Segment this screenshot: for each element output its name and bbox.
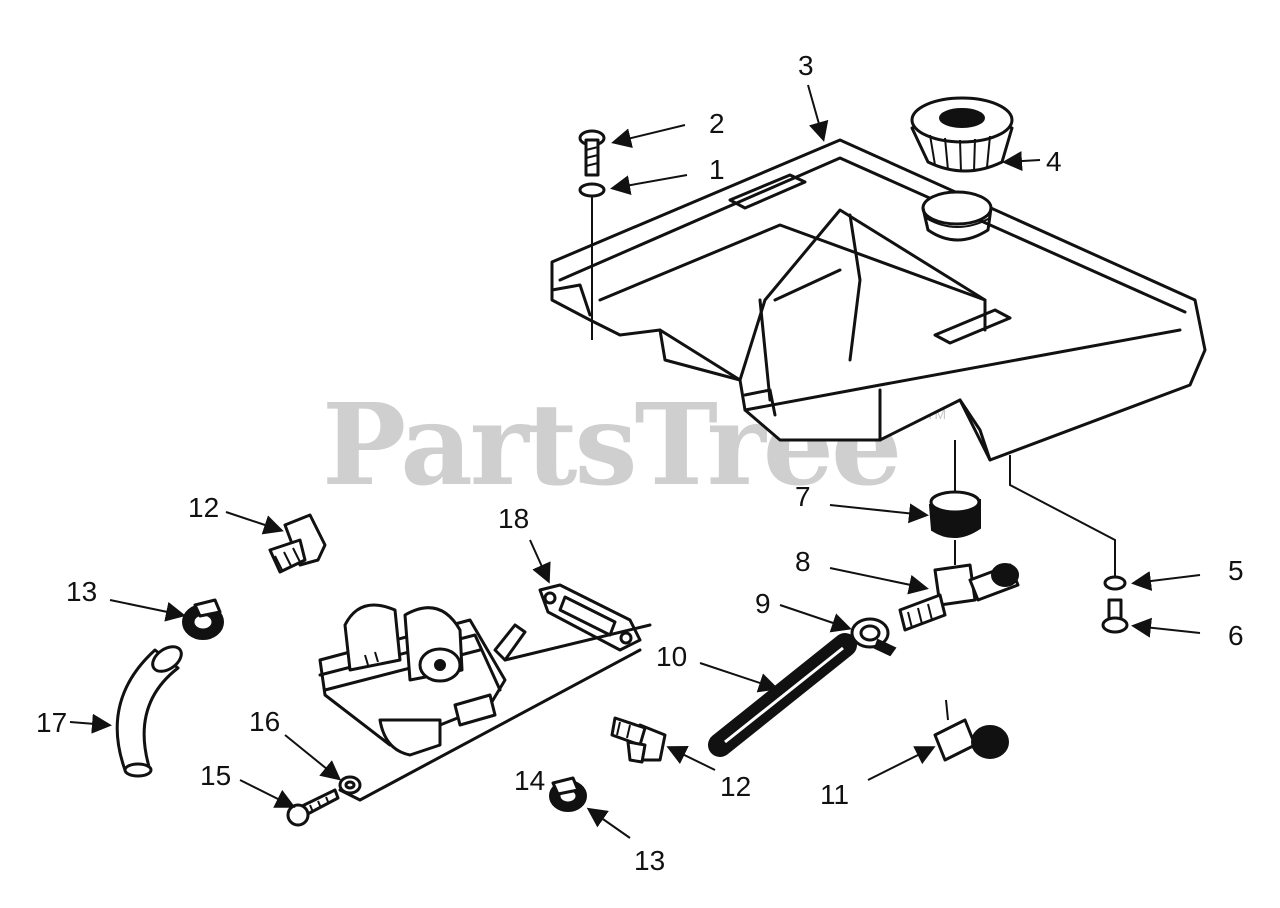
curved-hose xyxy=(115,645,183,778)
hose-clamp-lower xyxy=(549,776,587,812)
fuel-pump xyxy=(318,603,652,802)
callout-16: 16 xyxy=(249,706,281,737)
callout-6: 6 xyxy=(1228,620,1244,651)
callout-12-upper: 12 xyxy=(188,492,220,523)
callout-8: 8 xyxy=(795,546,811,577)
callout-13-lower: 13 xyxy=(634,845,666,876)
callout-5: 5 xyxy=(1228,555,1244,586)
callout-13-upper: 13 xyxy=(66,576,98,607)
fuel-tank xyxy=(550,138,1207,462)
callout-3: 3 xyxy=(798,50,814,81)
screw-and-washer-top xyxy=(578,129,606,340)
leader-arrows xyxy=(69,84,1201,839)
callout-2: 2 xyxy=(709,108,725,139)
elbow-fitting-lower xyxy=(610,716,667,764)
callout-14: 14 xyxy=(514,765,546,796)
callout-1: 1 xyxy=(709,154,725,185)
bushing xyxy=(928,440,981,538)
fuel-line xyxy=(708,633,857,757)
callout-10: 10 xyxy=(656,641,688,672)
callout-17: 17 xyxy=(36,707,68,738)
hose-clamp-tank xyxy=(850,617,897,657)
callout-7: 7 xyxy=(795,481,811,512)
callout-9: 9 xyxy=(755,588,771,619)
pump-screw-and-washer xyxy=(286,775,362,827)
line-clip xyxy=(933,699,1009,762)
hose-clamp-upper xyxy=(182,598,224,640)
callout-18: 18 xyxy=(498,503,530,534)
callout-11: 11 xyxy=(820,779,850,810)
elbow-fitting-upper xyxy=(268,513,327,574)
callout-4: 4 xyxy=(1046,146,1062,177)
fuel-cap xyxy=(910,96,1014,173)
callout-15: 15 xyxy=(200,760,232,791)
callout-12-lower: 12 xyxy=(720,771,752,802)
screw-and-washer-bottom xyxy=(1009,455,1129,634)
tee-fitting xyxy=(898,540,1020,632)
